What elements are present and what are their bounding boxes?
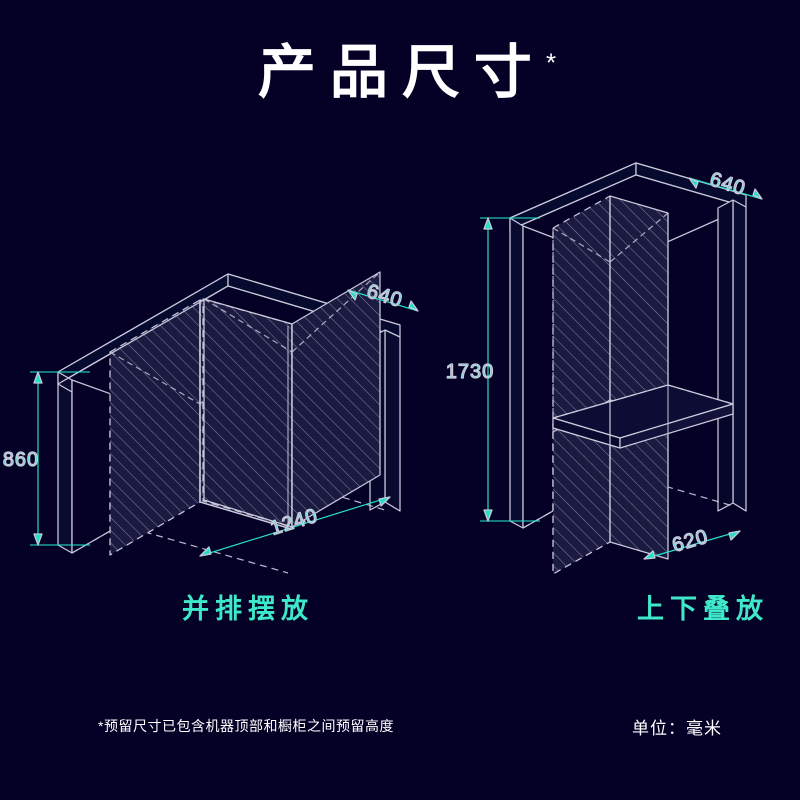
page-title-text: 产品尺寸 xyxy=(257,40,546,105)
caption-stacked: 上下叠放 xyxy=(637,594,769,624)
dimension-height-1730: 1730 xyxy=(446,361,495,383)
diagram-stacked: 1730 640 620 xyxy=(445,162,763,575)
unit-label: 单位：毫米 xyxy=(632,719,722,738)
page-title: 产品尺寸* xyxy=(0,44,800,102)
diagram-side-by-side: 860 640 1240 xyxy=(2,271,419,574)
caption-side-by-side: 并排摆放 xyxy=(182,594,314,624)
footnote-text: *预留尺寸已包含机器顶部和橱柜之间预留高度 xyxy=(98,718,394,734)
page-title-asterisk: * xyxy=(545,47,557,78)
dimension-width-620: 620 xyxy=(670,526,711,557)
dimension-height-860: 860 xyxy=(3,449,39,471)
